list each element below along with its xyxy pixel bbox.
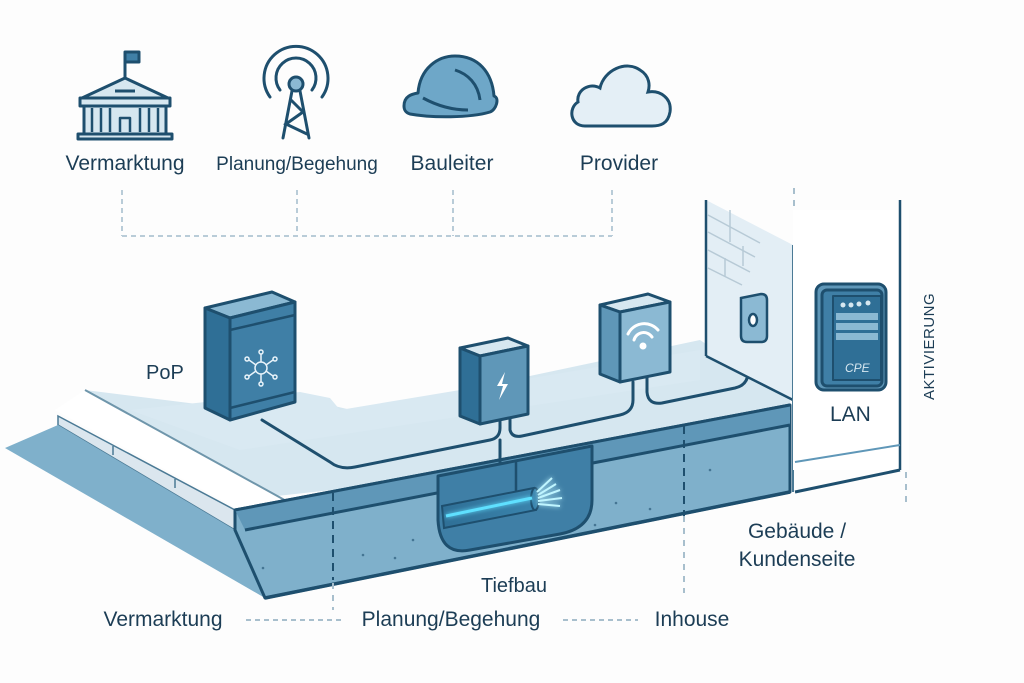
network-hub-icon [244,349,278,387]
cpe-router-icon [814,282,888,392]
pop-label: PoP [146,362,184,384]
gebaeude-kundenseite-label: Gebäude / Kundenseite [739,518,856,574]
phase-inhouse: Inhouse [654,608,730,631]
hard-hat-icon [402,54,499,119]
tiefbau-label: Tiefbau [481,575,547,597]
role-label-vermarktung: Vermarktung [65,152,185,175]
cloud-icon [570,64,672,128]
fiber-cable [440,477,563,530]
role-label-planung: Planung/Begehung [216,154,378,175]
brick-pattern [707,210,761,286]
radio-tower-icon [262,44,330,140]
role-label-bauleiter: Bauleiter [410,152,494,175]
gebaeude-line2: Kundenseite [738,548,856,571]
role-label-provider: Provider [579,152,659,175]
fiber-socket-icon [739,292,769,344]
lightning-icon [497,372,508,400]
gebaeude-line1: Gebäude / [747,520,847,543]
phase-separators [332,426,685,580]
phase-vermarktung: Vermarktung [103,608,223,631]
pop-cabinet [203,290,297,422]
government-building-icon [76,50,174,141]
role-connector [121,190,613,237]
sidewalk [55,390,290,510]
wifi-box [598,292,672,384]
wifi-icon [626,322,660,350]
lan-label: LAN [830,403,871,426]
phase-planung: Planung/Begehung [361,608,541,631]
cpe-device-text: CPE [845,361,871,375]
